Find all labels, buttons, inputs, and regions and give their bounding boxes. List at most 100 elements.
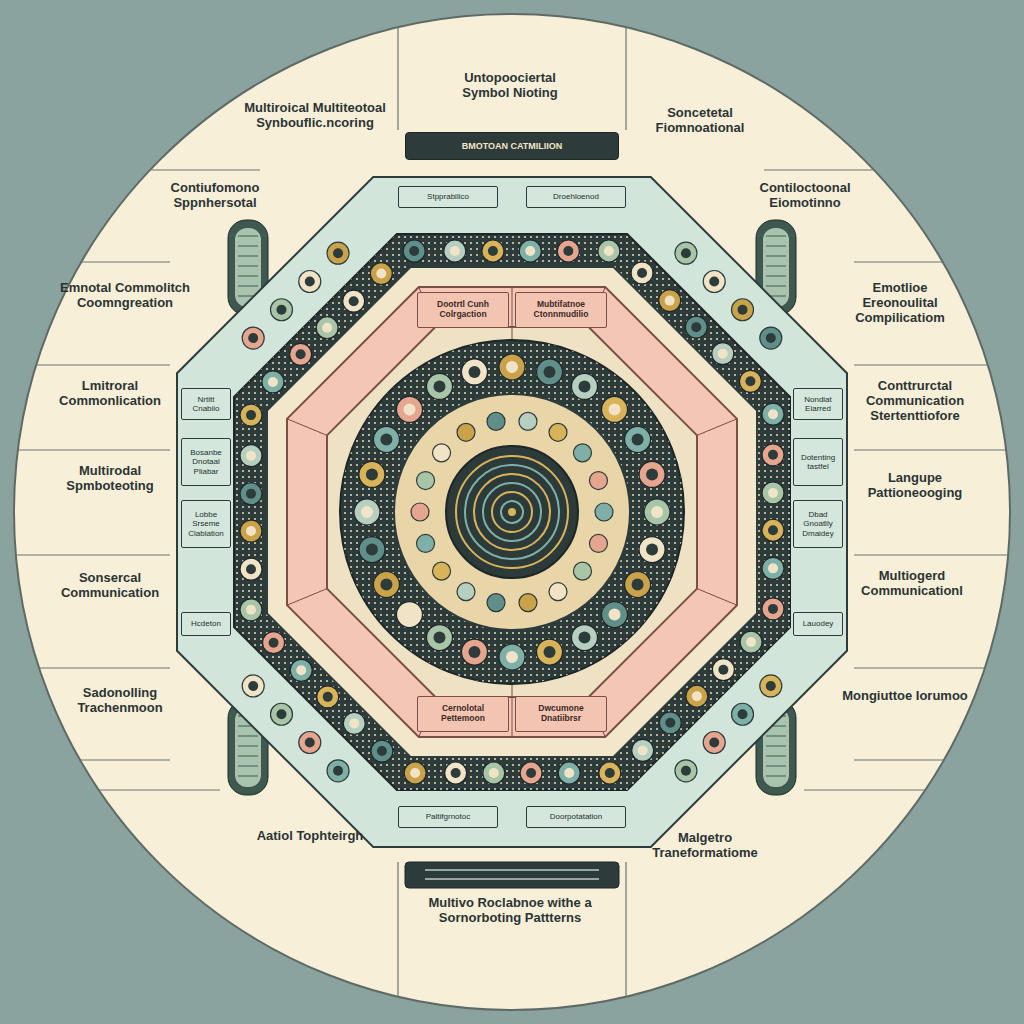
sector-title: Multivo Roclabnoe withe a Sornorboting P…: [400, 895, 620, 925]
dark-banner: [405, 862, 619, 888]
pill-stripe: [238, 766, 258, 767]
sector-divider: [854, 667, 985, 668]
ring-medallion: [685, 316, 707, 338]
sector-divider: [397, 862, 398, 997]
medallion-core: [296, 349, 306, 359]
ring-medallion: [686, 685, 708, 707]
medallion-core: [377, 746, 387, 756]
section-tag: Doorpotatation: [526, 806, 626, 828]
ring-medallion: [240, 520, 262, 542]
pill-stripe: [766, 756, 786, 757]
center-dot: [508, 508, 516, 516]
pill-stripe: [766, 236, 786, 237]
tile-dot: [738, 709, 748, 719]
pill-stripe: [238, 276, 258, 277]
node-text: Cernolotal Pettemoon: [421, 704, 505, 724]
medallion-core: [525, 246, 535, 256]
inner-medallion: [549, 423, 567, 441]
medallion-core: [246, 564, 256, 574]
ring-medallion: [659, 290, 681, 312]
segment-divider: [287, 419, 327, 436]
core-medallion-center: [579, 380, 591, 392]
banner-pattern: [425, 878, 599, 880]
medallion-core: [489, 768, 499, 778]
inner-cream: [327, 327, 697, 697]
tile-circle: [675, 242, 697, 264]
inner-medallion: [549, 583, 567, 601]
pill-stripe: [766, 776, 786, 777]
core-medallion-center: [380, 434, 392, 446]
core-medallion-center: [579, 632, 591, 644]
pill-stripe: [766, 276, 786, 277]
core-medallion: [537, 639, 563, 665]
medallion-core: [451, 768, 461, 778]
core-medallion: [396, 396, 422, 422]
sector-title: Langupe Pattioneooging: [845, 470, 985, 500]
tile-dot: [305, 276, 315, 286]
node-text: Dootrtl Cunh Colrgaction: [421, 300, 505, 320]
tile-dot: [681, 248, 691, 258]
segment-divider: [697, 419, 737, 436]
pill-stripe: [766, 286, 786, 287]
medallion-core: [604, 246, 614, 256]
sector-divider: [804, 789, 925, 790]
ring-segment: Dwcumone Dnatiibrsr: [515, 696, 607, 732]
core-medallion: [644, 499, 670, 525]
medallion-core: [246, 489, 256, 499]
medallion-core: [768, 563, 778, 573]
ring-medallion: [482, 240, 504, 262]
concentric-ring: [456, 456, 568, 568]
inner-medallion: [433, 562, 451, 580]
sector-title: Contiufomono Sppnhersotal: [145, 180, 285, 210]
core-medallion: [499, 644, 525, 670]
core-medallion: [427, 373, 453, 399]
sector-divider: [150, 169, 260, 170]
concentric-ring: [501, 501, 523, 523]
medallion-core: [410, 768, 420, 778]
pill-stripe: [766, 736, 786, 737]
section-tag: Lobbe Srseme Clablation: [181, 500, 231, 548]
ring-medallion: [240, 404, 262, 426]
tile-circle: [327, 242, 349, 264]
pill-stripe: [766, 746, 786, 747]
medallion-core: [605, 768, 615, 778]
pill-stripe: [238, 246, 258, 247]
ring-medallion: [631, 262, 653, 284]
section-tag: Hcdeton: [181, 612, 231, 636]
sector-divider: [854, 261, 943, 262]
inner-medallion: [417, 472, 435, 490]
inner-medallion: [519, 412, 537, 430]
core-medallion-center: [380, 579, 392, 591]
pill-stripe: [238, 736, 258, 737]
concentric-ring: [483, 483, 541, 541]
core-medallion-center: [651, 506, 663, 518]
sector-title: Multirodal Spmboteoting: [45, 463, 175, 493]
ring-medallion: [740, 631, 762, 653]
inner-medallion: [457, 583, 475, 601]
medallion-core: [323, 692, 333, 702]
sector-divider: [854, 759, 944, 760]
medallion-core: [768, 409, 778, 419]
core-medallion: [373, 427, 399, 453]
core-medallion-center: [366, 544, 378, 556]
node-text: Lobbe Srseme Clablation: [185, 510, 227, 538]
ring-medallion: [403, 240, 425, 262]
medallion-core: [768, 604, 778, 614]
ring-medallion: [762, 557, 784, 579]
core-medallion-center: [506, 651, 518, 663]
inner-medallion: [519, 594, 537, 612]
sector-title: Soncetetal Fiomnoational: [625, 105, 775, 135]
tile-dot: [333, 248, 343, 258]
core-medallion: [537, 359, 563, 385]
tile-dot: [333, 766, 343, 776]
inner-medallion: [487, 412, 505, 430]
tile-circle: [242, 675, 264, 697]
tile-circle: [270, 703, 292, 725]
medallion-core: [768, 488, 778, 498]
core-medallion-center: [632, 434, 644, 446]
ring-medallion: [444, 240, 466, 262]
core-medallion: [499, 354, 525, 380]
ring-medallion: [632, 739, 654, 761]
ring-medallion: [599, 762, 621, 784]
tile-dot: [709, 738, 719, 748]
